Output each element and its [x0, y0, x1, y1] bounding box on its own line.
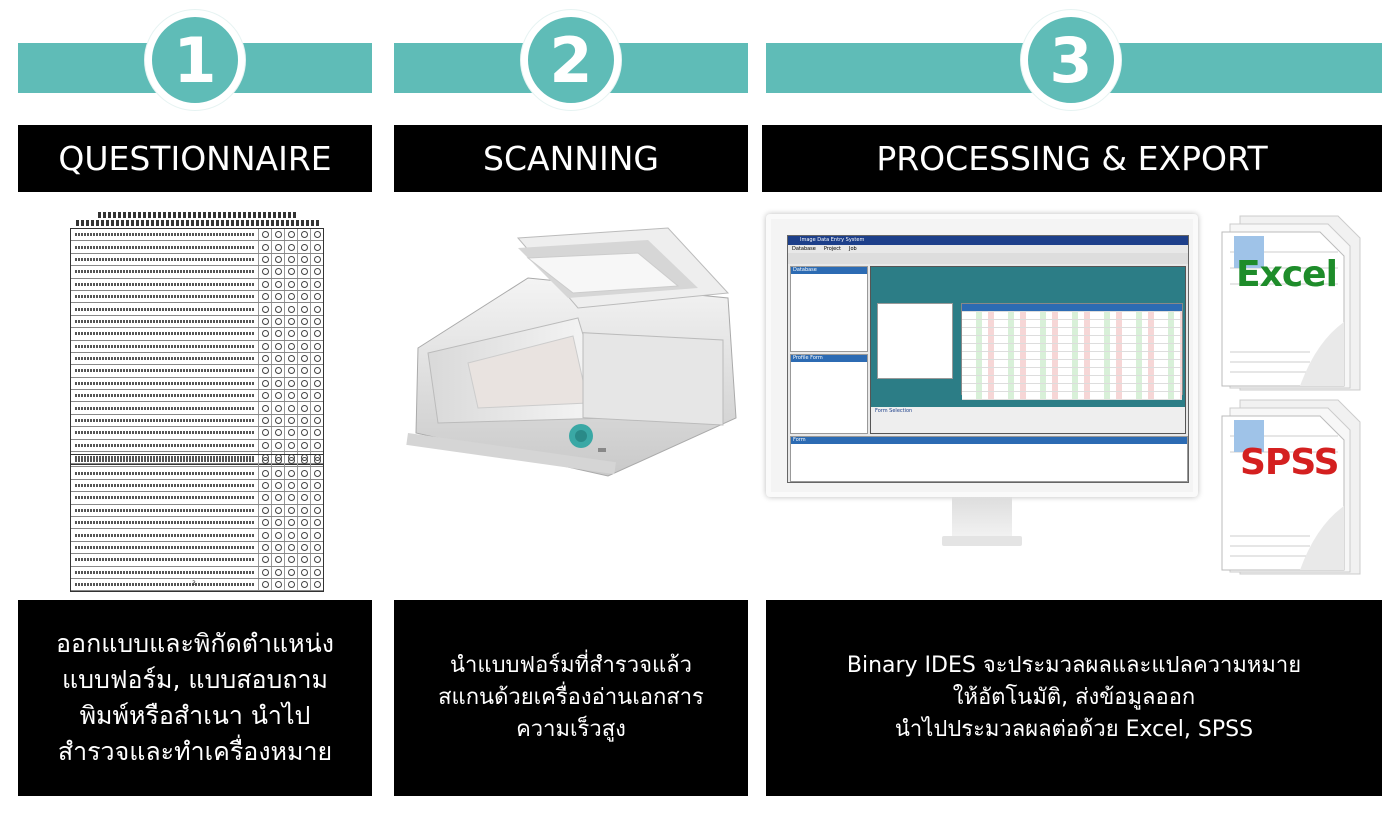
questionnaire-row: [71, 529, 323, 542]
questionnaire-row: [71, 414, 323, 428]
questionnaire-row: [71, 479, 323, 493]
questionnaire-row: [71, 516, 323, 530]
grid-row: [962, 384, 1182, 392]
software-toolbar: [788, 253, 1188, 264]
questionnaire-row: [71, 427, 323, 440]
step-2-line-3: ความเร็วสูง: [516, 716, 626, 742]
grid-row: [962, 368, 1182, 376]
questionnaire-row: [71, 390, 323, 403]
step-1-title: QUESTIONNAIRE: [18, 125, 372, 192]
step-3-number: 3: [1021, 10, 1121, 110]
form-preview: [877, 303, 953, 379]
step-1-line-2: แบบฟอร์ม, แบบสอบถาม: [61, 664, 328, 694]
excel-label: Excel: [1236, 254, 1338, 295]
questionnaire-row: [71, 467, 323, 480]
form-selection-label: Form Selection: [875, 408, 913, 414]
form-panel: Form: [790, 436, 1188, 482]
data-entry-panel: Form Selection: [870, 266, 1186, 434]
grid-row: [962, 328, 1182, 336]
data-grid: [961, 303, 1183, 400]
questionnaire-row: [71, 229, 323, 242]
questionnaire-row: [71, 402, 323, 415]
software-title-bar: Image Data Entry System: [788, 236, 1188, 245]
questionnaire-row: [71, 439, 323, 453]
questionnaire-row: [71, 492, 323, 505]
step-1-line-1: ออกแบบและพิกัดตำแหน่ง: [56, 628, 334, 658]
software-window: Image Data Entry System Database Project…: [787, 235, 1189, 483]
monitor-screen: Image Data Entry System Database Project…: [766, 214, 1198, 497]
grid-row: [962, 336, 1182, 344]
database-panel: Database: [790, 266, 868, 352]
grid-row: [962, 320, 1182, 328]
menu-database[interactable]: Database: [792, 246, 816, 252]
questionnaire-row: [71, 315, 323, 329]
grid-row: [962, 304, 1182, 312]
monitor-image: Image Data Entry System Database Project…: [766, 214, 1198, 564]
questionnaire-document-image: 3: [68, 208, 328, 593]
questionnaire-row: [71, 352, 323, 366]
step-1-line-3: พิมพ์หรือสำเนา นำไป: [79, 701, 311, 730]
questionnaire-row: [71, 541, 323, 555]
spss-label: SPSS: [1240, 442, 1340, 483]
step-3-title: PROCESSING & EXPORT: [762, 125, 1382, 192]
profile-form-panel: Profile Form: [790, 354, 868, 434]
menu-project[interactable]: Project: [823, 246, 841, 252]
step-2-title: SCANNING: [394, 125, 748, 192]
grid-row: [962, 312, 1182, 320]
grid-row: [962, 360, 1182, 368]
form-panel-header: Form: [791, 437, 1187, 444]
step-1-line-4: สำรวจและทำเครื่องหมาย: [57, 737, 333, 767]
questionnaire-row: [71, 278, 323, 291]
monitor-neck: [952, 497, 1012, 539]
questionnaire-row: [71, 504, 323, 517]
step-3-line-1: Binary IDES จะประมวลผลและแปลความหมาย: [846, 653, 1302, 679]
questionnaire-row: [71, 266, 323, 279]
questionnaire-row: [71, 554, 323, 567]
step-1-description: ออกแบบและพิกัดตำแหน่ง แบบฟอร์ม, แบบสอบถา…: [18, 600, 372, 796]
questionnaire-row: [71, 578, 323, 592]
step-2-description: นำแบบฟอร์มที่สำรวจแล้ว สแกนด้วยเครื่องอ่…: [394, 600, 748, 796]
questionnaire-table-1: [70, 228, 324, 466]
profile-form-header: Profile Form: [791, 355, 867, 362]
questionnaire-row: [71, 455, 323, 468]
questionnaire-row: [71, 365, 323, 378]
step-2-number: 2: [521, 10, 621, 110]
step-2-line-1: นำแบบฟอร์มที่สำรวจแล้ว: [450, 653, 692, 679]
step-3-description: Binary IDES จะประมวลผลและแปลความหมาย ให้…: [766, 600, 1382, 796]
questionnaire-table-2: [70, 454, 324, 593]
step-3-line-2: ให้อัตโนมัติ, ส่งข้อมูลออก: [952, 685, 1196, 711]
grid-row: [962, 344, 1182, 352]
step-1-number: 1: [145, 10, 245, 110]
questionnaire-page-number: 3: [192, 580, 196, 587]
form-selection-bar: Form Selection: [871, 407, 1185, 433]
questionnaire-row: [71, 377, 323, 391]
questionnaire-row: [71, 328, 323, 341]
monitor-base: [942, 536, 1022, 546]
software-menu-bar: Database Project Job: [788, 245, 1188, 253]
grid-row: [962, 392, 1182, 400]
questionnaire-row: [71, 340, 323, 353]
questionnaire-row: [71, 566, 323, 579]
spss-file-icon: [1221, 399, 1361, 575]
step-2-line-2: สแกนด้วยเครื่องอ่านเอกสาร: [438, 685, 704, 711]
menu-job[interactable]: Job: [848, 246, 857, 252]
step-3-line-3: นำไปประมวลผลต่อด้วย Excel, SPSS: [894, 716, 1254, 742]
grid-row: [962, 352, 1182, 360]
questionnaire-row: [71, 303, 323, 316]
questionnaire-row: [71, 290, 323, 304]
questionnaire-row: [71, 253, 323, 267]
grid-row: [962, 376, 1182, 384]
excel-file-icon: [1221, 215, 1361, 391]
questionnaire-row: [71, 241, 323, 254]
database-panel-header: Database: [791, 267, 867, 274]
document-scanner-image: [406, 227, 737, 477]
